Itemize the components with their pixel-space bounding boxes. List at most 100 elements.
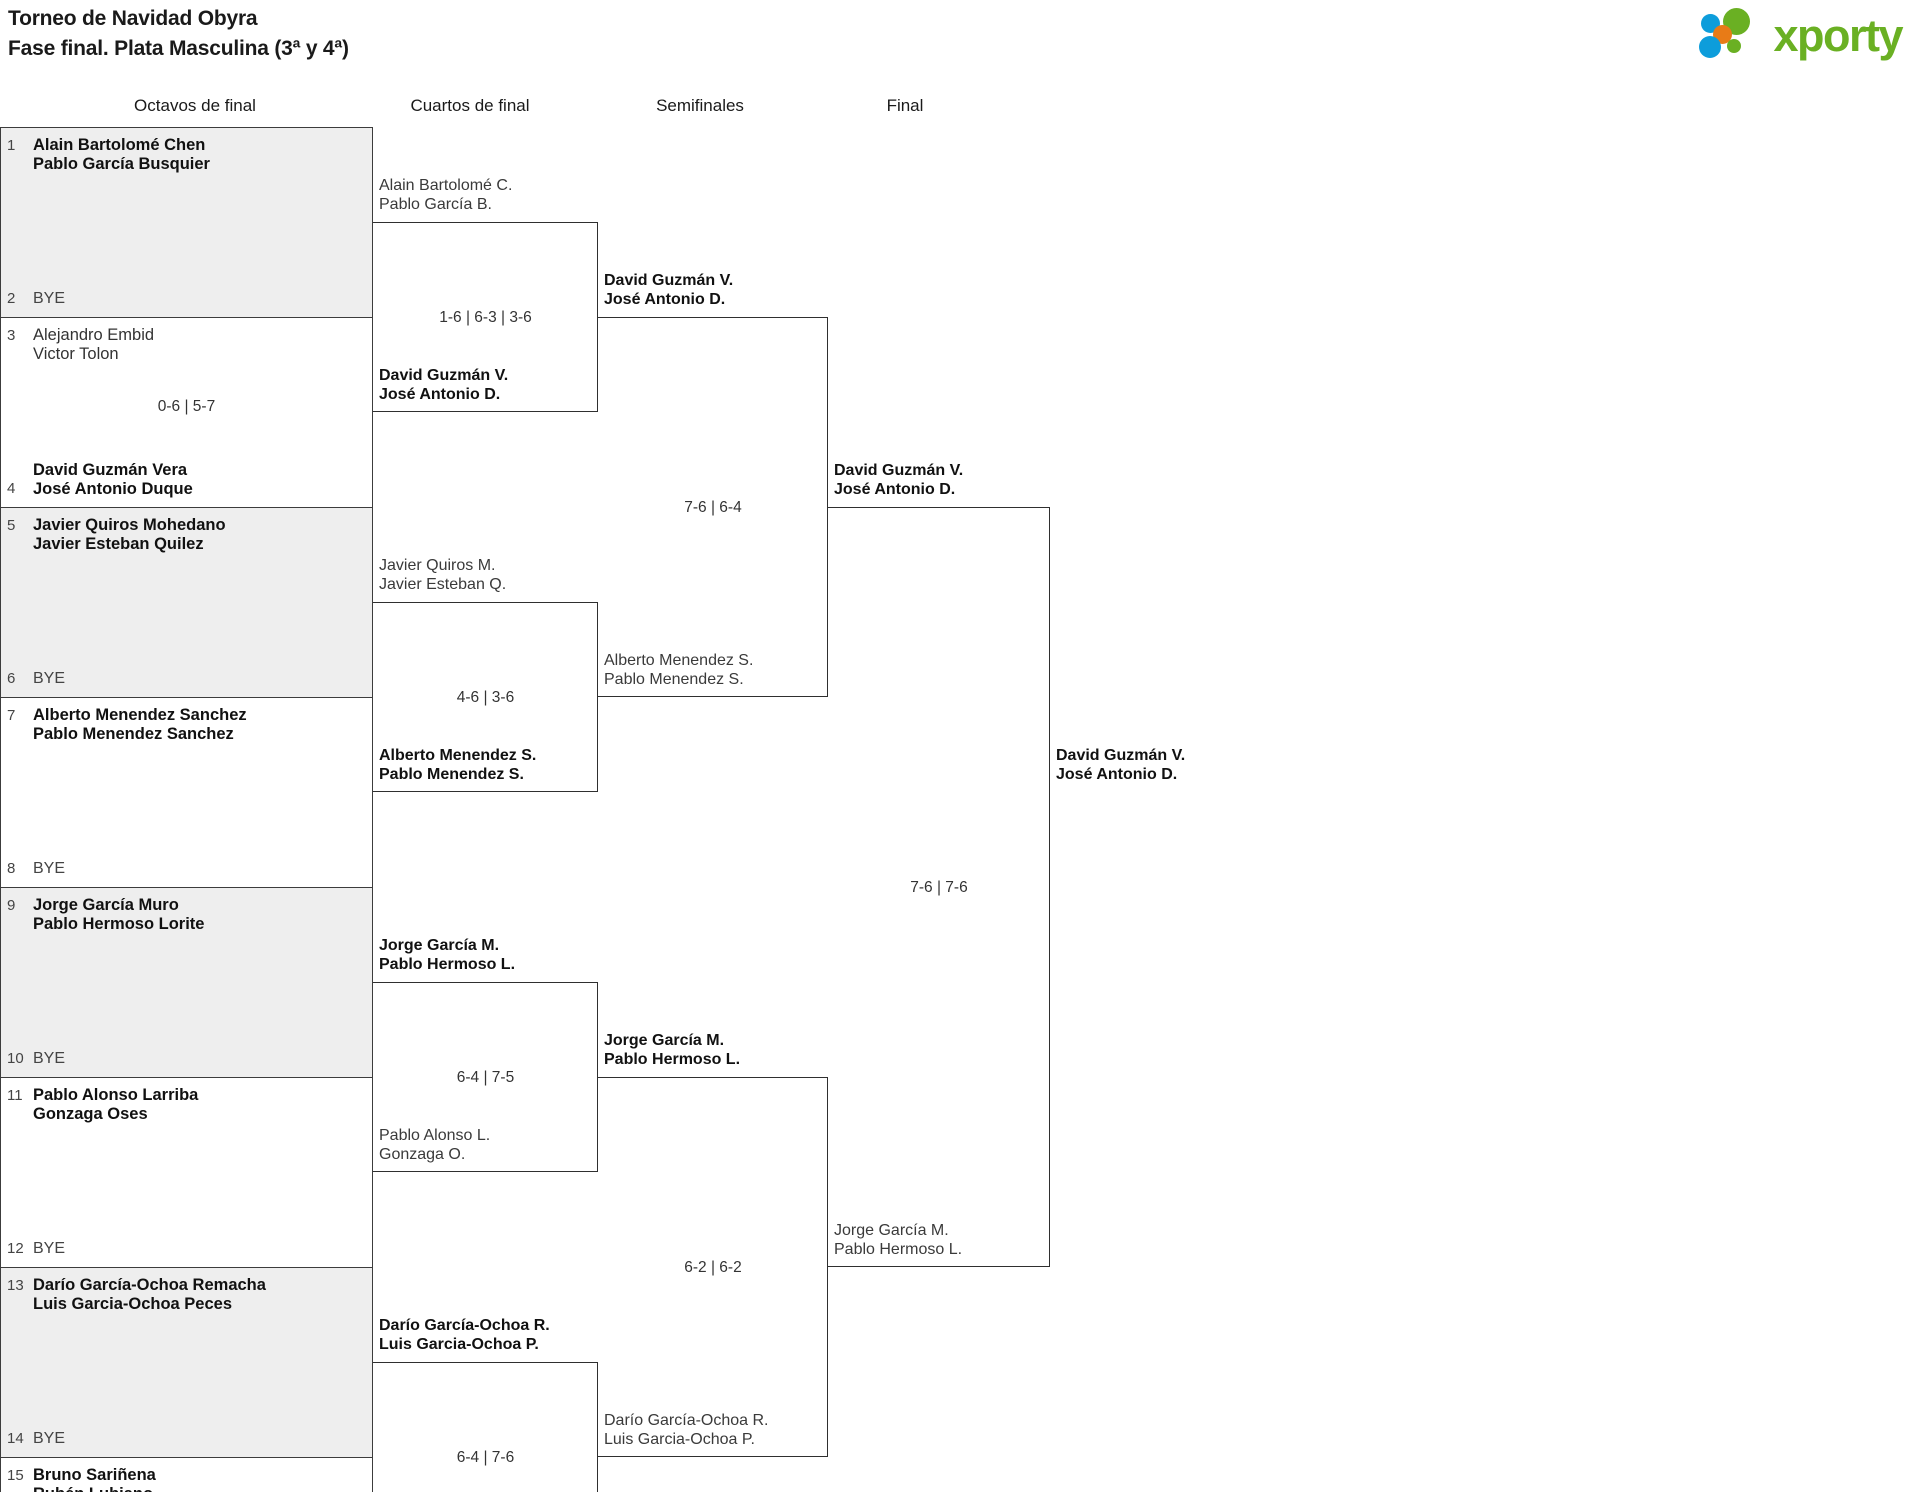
seed-number: 13 [7, 1277, 24, 1294]
match-score: 6-2 | 6-2 [684, 1259, 742, 1276]
match-entry-bottom[interactable]: Pablo Alonso L. Gonzaga O. [379, 1126, 490, 1164]
player-name: Pablo García B. [379, 196, 492, 213]
bracket-connector [598, 1077, 828, 1457]
player-name: Javier Quiros Mohedano [33, 516, 226, 534]
seed-number: 1 [7, 137, 16, 154]
bracket-connector [598, 317, 828, 697]
player-name: Gonzaga Oses [33, 1105, 148, 1123]
player-name: Jorge García M. [604, 1032, 725, 1049]
bye-label: BYE [33, 289, 65, 309]
match-entry-top[interactable]: Javier Quiros M. Javier Esteban Q. [379, 556, 506, 594]
match-entry-bottom[interactable]: Alberto Menendez S.Pablo Menendez S. [604, 651, 753, 689]
match-entry-bottom[interactable]: Alberto Menendez S.Pablo Menendez S. [379, 746, 536, 784]
player-name: Pablo Menendez Sanchez [33, 725, 234, 743]
player-name: José Antonio Duque [33, 480, 193, 498]
match-score: 6-4 | 7-5 [456, 1069, 515, 1086]
round1-slot-bottom[interactable]: 2 BYE [1, 289, 372, 309]
player-name: Pablo Hermoso Lorite [33, 915, 205, 933]
bye-label: BYE [33, 859, 65, 879]
round-header-cuartos: Cuartos de final [410, 96, 530, 115]
bracket-connector [373, 222, 598, 412]
match-entry-top[interactable]: Darío García-Ochoa R.Luis Garcia-Ochoa P… [379, 1316, 550, 1354]
player-name: Gonzaga O. [379, 1146, 466, 1163]
bye-text: BYE [33, 290, 66, 307]
champion-entry[interactable]: David Guzmán V.José Antonio D. [1056, 746, 1185, 784]
round1-slot-bottom[interactable]: 6 BYE [1, 669, 372, 689]
seed-number: 3 [7, 327, 16, 344]
player-name: Luis Garcia-Ochoa P. [604, 1431, 755, 1448]
player-name: Jorge García M. [834, 1222, 949, 1239]
match-entry-bottom[interactable]: David Guzmán V. José Antonio D. [379, 366, 508, 404]
seed-number: 8 [7, 860, 16, 877]
player-name: Pablo Alonso L. [379, 1127, 491, 1144]
match-entry-top[interactable]: Alain Bartolomé C. Pablo García B. [379, 176, 512, 214]
bye-text: BYE [33, 1050, 66, 1067]
match-score: 6-4 | 7-6 [456, 1449, 515, 1466]
player-name: José Antonio D. [834, 481, 956, 498]
page-title: Torneo de Navidad Obyra Fase final. Plat… [8, 4, 349, 64]
bracket-connector [373, 602, 598, 792]
player-name: Luis Garcia-Ochoa Peces [33, 1295, 233, 1313]
bye-label: BYE [33, 669, 65, 689]
logo-dots-icon [1699, 8, 1765, 62]
seed-number: 6 [7, 670, 16, 687]
match-entry-top[interactable]: David Guzmán V. José Antonio D. [604, 271, 733, 309]
match-entry-bottom[interactable]: Jorge García M.Pablo Hermoso L. [834, 1221, 962, 1259]
seed-number: 10 [7, 1050, 24, 1067]
round-header-octavos: Octavos de final [134, 96, 256, 115]
round1-slot-bottom[interactable]: 8 BYE [1, 859, 372, 879]
match-entry-bottom[interactable]: Darío García-Ochoa R.Luis Garcia-Ochoa P… [604, 1411, 769, 1449]
player-name: Javier Esteban Q. [379, 576, 507, 593]
bye-label: BYE [33, 1049, 65, 1069]
bracket-connector [373, 1362, 598, 1492]
bye-text: BYE [33, 670, 66, 687]
player-name: Pablo Alonso Larriba [33, 1086, 199, 1104]
player-name: David Guzmán V. [379, 367, 509, 384]
round1-slot-bottom[interactable]: 10 BYE [1, 1049, 372, 1069]
player-name: Alejandro Embid [33, 326, 155, 344]
player-name: Pablo Menendez S. [379, 766, 524, 783]
match-entry-top[interactable]: Jorge García M.Pablo Hermoso L. [379, 936, 515, 974]
seed-number: 2 [7, 290, 16, 307]
xporty-logo: xporty [1699, 8, 1903, 62]
player-name: Javier Quiros M. [379, 557, 496, 574]
seed-number: 15 [7, 1467, 24, 1484]
round-header-semifinales: Semifinales [656, 96, 744, 115]
player-name: José Antonio D. [604, 291, 726, 308]
seed-number: 14 [7, 1430, 24, 1447]
match-score: 7-6 | 7-6 [910, 879, 968, 896]
match-entry-top[interactable]: Jorge García M.Pablo Hermoso L. [604, 1031, 740, 1069]
seed-number: 7 [7, 707, 16, 724]
player-name: David Guzmán V. [604, 272, 734, 289]
match-entry-top[interactable]: David Guzmán V.José Antonio D. [834, 461, 963, 499]
player-name: Alain Bartolomé C. [379, 177, 513, 194]
logo-wordmark: xporty [1773, 9, 1903, 61]
player-name: José Antonio D. [1056, 766, 1178, 783]
match-score: 7-6 | 6-4 [684, 499, 742, 516]
player-name: José Antonio D. [379, 386, 501, 403]
player-name: Pablo Hermoso L. [379, 956, 516, 973]
